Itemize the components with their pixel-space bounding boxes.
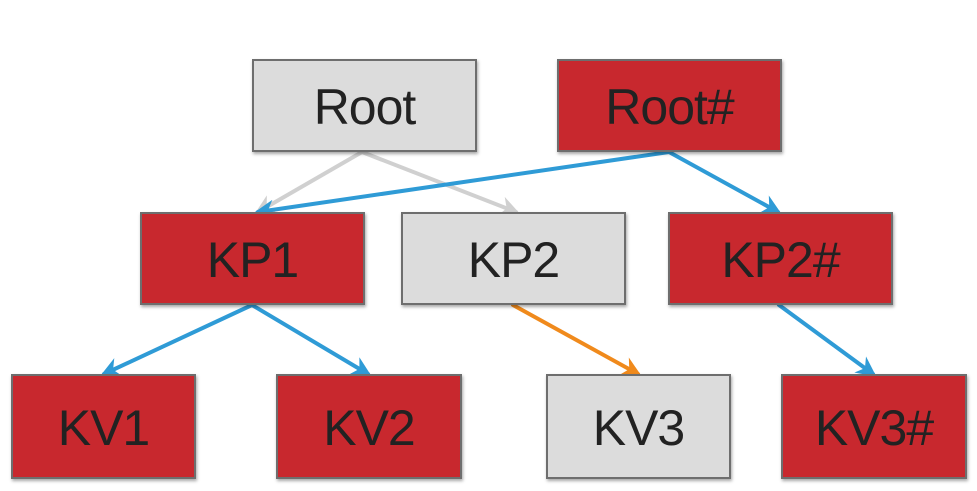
edge-kp2h-to-kv3h	[777, 303, 877, 377]
node-kv3-label: KV3	[592, 399, 686, 456]
edge-kp2-to-kv3	[511, 303, 642, 376]
edge-kp1-to-kv1	[100, 303, 254, 377]
node-root: Root	[252, 59, 477, 152]
node-kv2: KV2	[276, 374, 462, 479]
node-kp2: KP2	[401, 212, 626, 305]
node-kp1-label: KP1	[206, 231, 300, 288]
node-kv1: KV1	[11, 374, 196, 479]
edge-kp1-to-kv2	[250, 303, 372, 377]
edge-root-to-kp1	[254, 150, 364, 214]
edge-root-to-kp2	[360, 150, 520, 216]
edge-rooth-to-kp2h	[667, 150, 782, 214]
node-root-hash-label: Root#	[605, 78, 734, 135]
node-kp1: KP1	[140, 212, 365, 305]
node-kp2-label: KP2	[467, 231, 561, 288]
node-kv2-label: KV2	[323, 399, 416, 456]
node-root-hash: Root#	[557, 59, 782, 152]
node-root-label: Root	[313, 78, 417, 135]
node-kp2-hash: KP2#	[668, 212, 893, 305]
node-kv1-label: KV1	[57, 399, 151, 456]
node-kv3: KV3	[546, 374, 731, 479]
node-kp2-hash-label: KP2#	[721, 231, 840, 288]
node-kv3-hash: KV3#	[781, 374, 967, 479]
edge-rooth-to-kp1	[254, 150, 671, 220]
node-kv3-hash-label: KV3#	[814, 399, 934, 456]
